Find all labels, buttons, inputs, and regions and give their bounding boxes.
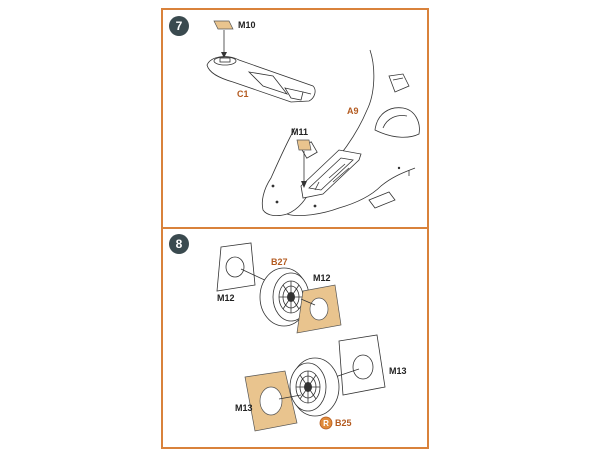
mask-m12-outer	[216, 242, 256, 292]
label-a9: A9	[347, 106, 359, 116]
mask-m10	[213, 20, 234, 30]
label-b25: B25	[335, 418, 352, 428]
label-m12-right: M12	[313, 273, 331, 283]
svg-text:R: R	[323, 419, 329, 428]
wheel-part-b27	[259, 267, 310, 327]
step-8-panel: 8 M12 B27 M12	[161, 227, 429, 449]
step-7-panel: 7 M10 C1	[161, 8, 429, 229]
arrow-head-m11	[301, 181, 307, 188]
circled-r-icon: R	[319, 416, 333, 430]
label-b27: B27	[271, 257, 288, 267]
label-m12-left: M12	[217, 293, 235, 303]
step-number-badge: 7	[169, 16, 189, 36]
arrow-head-m10	[221, 52, 227, 58]
arrow-m12-right	[300, 298, 316, 306]
label-c1: C1	[237, 89, 249, 99]
step-8-drawing: M12 B27 M12 M13	[216, 242, 407, 432]
label-m11: M11	[291, 127, 308, 137]
mask-m11	[296, 139, 312, 151]
mask-m13-outer	[338, 334, 386, 396]
label-m13-left: M13	[235, 403, 253, 413]
step-7-drawing: M10 C1	[206, 20, 420, 217]
wheel-part-b25	[289, 357, 340, 417]
mask-m13-inner	[244, 370, 298, 432]
label-m10: M10	[238, 20, 256, 30]
fuselage-part-a9	[261, 49, 420, 217]
mask-m12-inner	[296, 284, 342, 334]
step-number-badge: 8	[169, 234, 189, 254]
arrow-m13-left	[278, 394, 302, 400]
canopy-part-c1	[206, 56, 316, 103]
label-m13-right: M13	[389, 366, 407, 376]
